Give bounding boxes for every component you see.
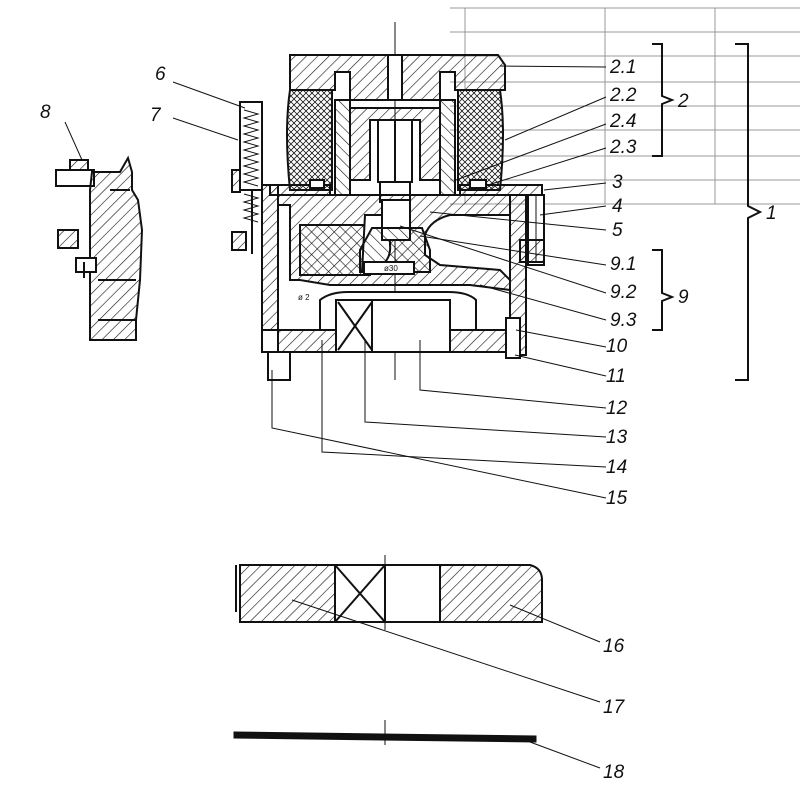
part-6-7-spring-rod	[231, 101, 263, 254]
label-17: 17	[603, 697, 626, 718]
label-12: 12	[606, 398, 628, 419]
part-16-17-lower-disc	[235, 564, 543, 623]
label-2-1: 2.1	[609, 57, 636, 78]
label-6: 6	[155, 64, 166, 85]
stem-mark: ø30	[384, 264, 398, 273]
part-2-4-core-tube	[334, 99, 456, 203]
leader-lines	[64, 65, 607, 769]
label-4: 4	[612, 196, 623, 217]
label-15: 15	[606, 488, 628, 509]
label-9: 9	[678, 287, 689, 308]
part-2-1-top-cap	[289, 54, 506, 101]
label-9-3: 9.3	[610, 310, 637, 331]
label-2-4: 2.4	[609, 111, 636, 132]
label-7: 7	[150, 105, 162, 126]
label-9-2: 9.2	[610, 282, 637, 303]
part-12-13-valve-disc	[319, 291, 477, 353]
label-2: 2	[677, 91, 689, 112]
label-2-3: 2.3	[609, 137, 637, 158]
label-18: 18	[603, 762, 625, 783]
label-3: 3	[612, 172, 623, 193]
part-18-gasket	[233, 731, 537, 743]
label-8: 8	[40, 102, 51, 123]
background-table	[450, 7, 800, 205]
part-14-bottom-plate: ø 2	[261, 293, 521, 381]
label-16: 16	[603, 636, 625, 657]
label-1: 1	[766, 203, 777, 224]
label-13: 13	[606, 427, 628, 448]
label-9-1: 9.1	[610, 254, 636, 275]
label-2-2: 2.2	[609, 85, 637, 106]
label-5: 5	[612, 220, 623, 241]
left-mark: ø 2	[298, 293, 310, 302]
callout-labels: 8 6 7 2.1 2.2 2.4 2.3 2 3 4 5 9.1 9.2 9.…	[40, 57, 777, 783]
part-8-side-bracket	[55, 155, 144, 341]
label-10: 10	[606, 336, 628, 357]
braces	[652, 43, 763, 381]
label-14: 14	[606, 457, 627, 478]
part-9-armature: ø30	[359, 199, 431, 275]
label-11: 11	[606, 366, 626, 387]
